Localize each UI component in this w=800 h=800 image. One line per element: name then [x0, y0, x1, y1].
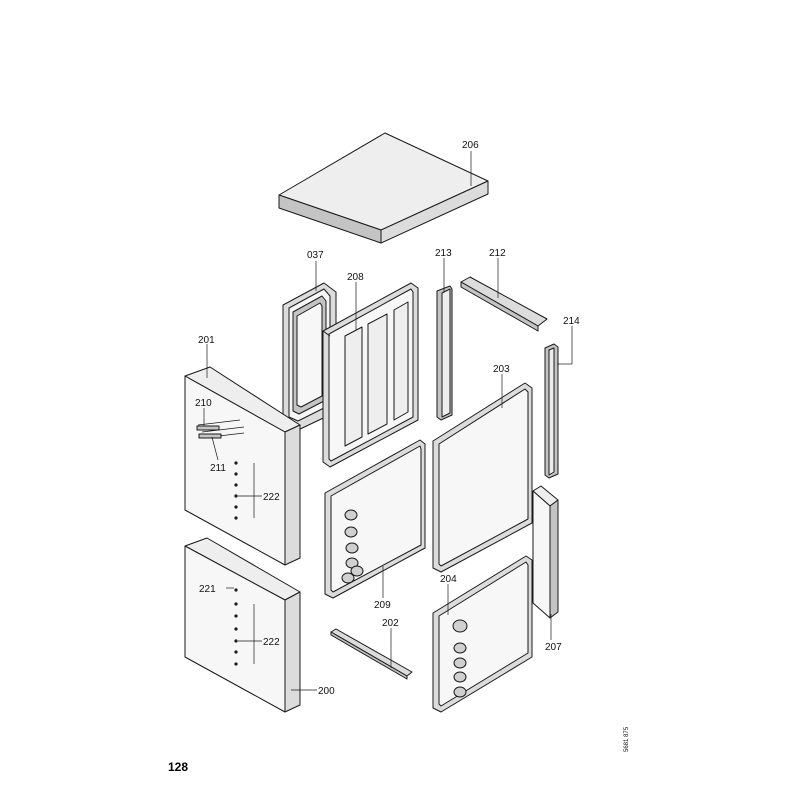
label-211: 211 [210, 463, 226, 474]
label-204: 204 [440, 574, 457, 585]
part-209-control-panel [324, 439, 426, 599]
part-206-top-panel [278, 132, 489, 244]
label-214: 214 [563, 316, 580, 327]
label-209: 209 [374, 600, 391, 611]
label-203: 203 [493, 364, 510, 375]
part-201-upper-facade [184, 366, 301, 566]
part-214-rail [544, 343, 559, 479]
leader-lines [203, 151, 573, 691]
document-code: 5681 875 [624, 726, 630, 752]
part-204-knob-holes [452, 619, 468, 698]
label-200: 200 [318, 686, 335, 697]
label-208: 208 [347, 272, 364, 283]
part-208-rear-panel [322, 282, 419, 468]
part-222-upper-markers [234, 461, 238, 520]
label-210: 210 [195, 398, 212, 409]
label-201: 201 [198, 335, 215, 346]
label-206: 206 [462, 140, 479, 151]
label-213: 213 [435, 248, 452, 259]
label-221: 221 [199, 584, 216, 595]
part-labels: 206 037 208 213 212 214 201 210 211 203 … [195, 140, 580, 697]
part-203-inner-door [432, 382, 533, 573]
part-207-side-strip [532, 485, 559, 619]
part-212-bracket [460, 276, 548, 332]
part-222-lower-markers [234, 588, 238, 666]
page-number: 128 [168, 760, 188, 774]
part-202-bottom-strip [330, 628, 413, 680]
part-213-rail [436, 285, 453, 421]
label-037: 037 [307, 250, 324, 261]
label-222-lower: 222 [263, 637, 280, 648]
part-209-knob-holes [341, 509, 364, 584]
label-222-upper: 222 [263, 492, 280, 503]
part-037-gasket [282, 282, 337, 432]
part-204-outer-door [432, 555, 533, 713]
label-212: 212 [489, 248, 506, 259]
label-202: 202 [382, 618, 399, 629]
label-207: 207 [545, 642, 562, 653]
